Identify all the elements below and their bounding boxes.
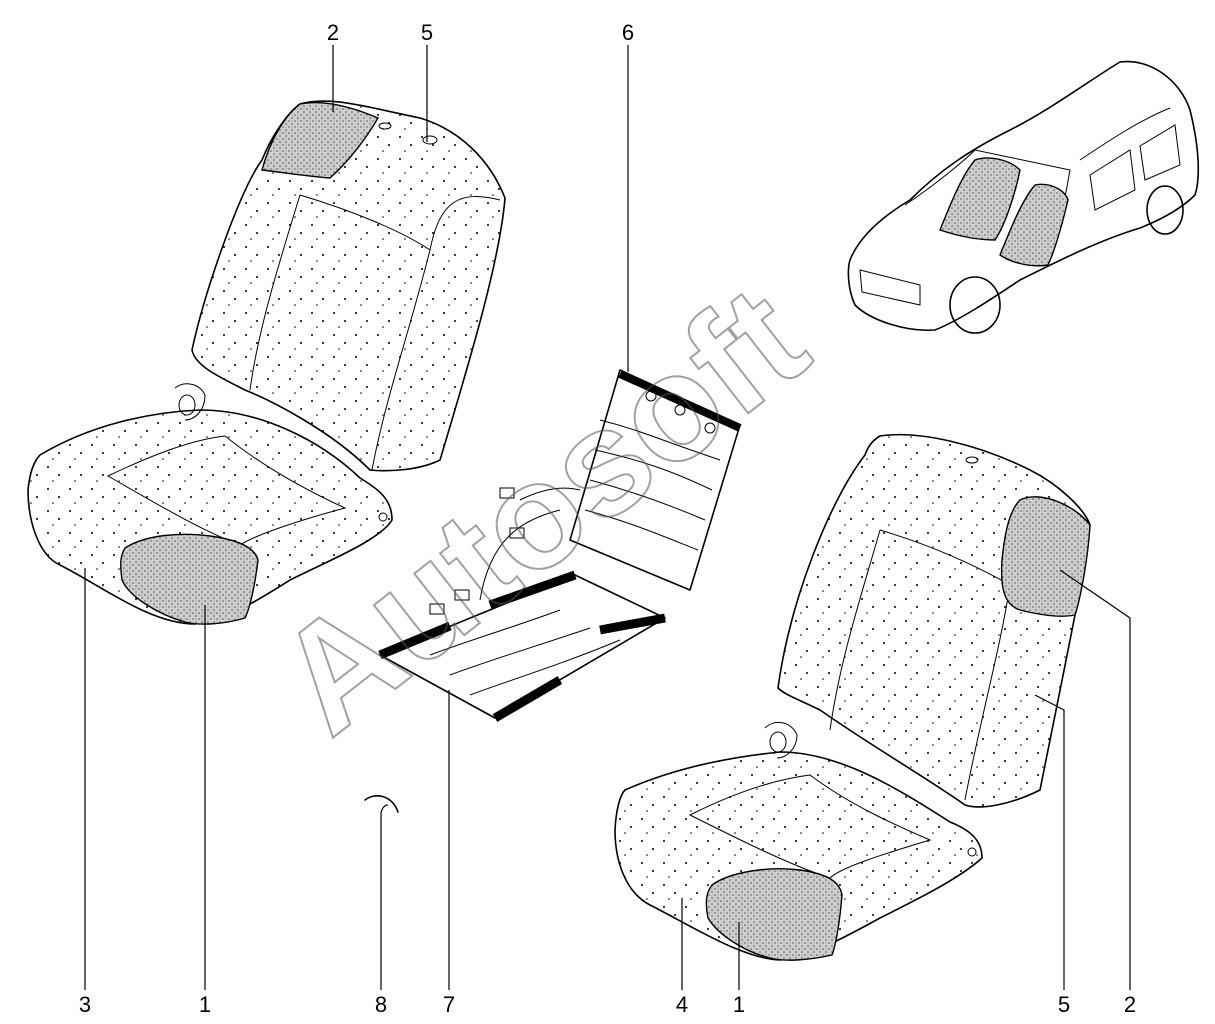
callout-bottom-7: 7 <box>443 992 455 1017</box>
right-seat <box>614 433 1091 961</box>
left-seat-backrest <box>191 100 506 472</box>
callout-bottom-4: 4 <box>676 992 688 1017</box>
car-illustration <box>847 60 1200 334</box>
callout-top-2: 2 <box>327 20 339 45</box>
callout-bottom-5: 5 <box>1058 992 1070 1017</box>
car-front-seat-left <box>939 157 1021 241</box>
leader-lines <box>84 45 1131 990</box>
right-seat-backrest <box>777 433 1091 808</box>
left-headrest-patch <box>261 101 380 179</box>
callout-bottom-1b: 1 <box>733 992 745 1017</box>
right-headrest-patch <box>1000 496 1091 617</box>
left-cushion-bolster-patch <box>120 533 259 625</box>
heating-mats <box>378 369 742 722</box>
right-cushion-bolster-patch <box>705 868 843 961</box>
callout-bottom-2: 2 <box>1124 992 1136 1017</box>
car-body <box>847 60 1200 331</box>
left-seat-cushion <box>27 409 393 625</box>
callout-bottom-3: 3 <box>79 992 91 1017</box>
callout-top-6: 6 <box>622 20 634 45</box>
callout-bottom-1a: 1 <box>199 992 211 1017</box>
car-front-seat-right <box>999 183 1069 267</box>
callout-labels: 2 5 6 3 1 8 7 4 1 5 2 <box>79 20 1136 1017</box>
callout-bottom-8: 8 <box>375 992 387 1017</box>
left-seat <box>27 100 506 625</box>
clip-part <box>364 795 399 813</box>
callout-top-5: 5 <box>421 20 433 45</box>
